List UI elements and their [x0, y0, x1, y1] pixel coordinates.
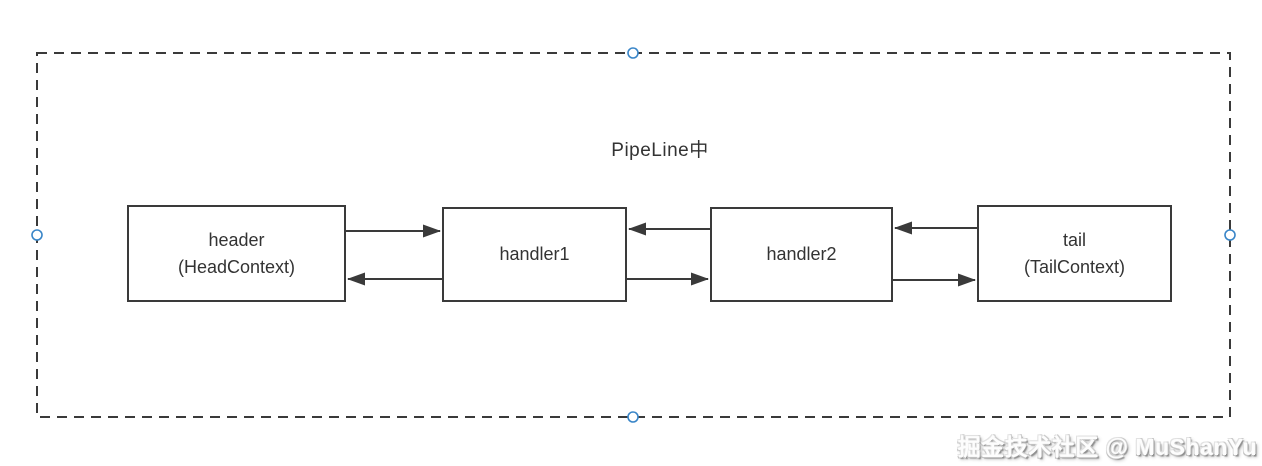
selection-handle-left[interactable]	[31, 229, 43, 241]
selection-handle-top[interactable]	[627, 47, 639, 59]
node-header[interactable]: header (HeadContext)	[127, 205, 346, 302]
selection-handle-right[interactable]	[1224, 229, 1236, 241]
node-header-label: header	[208, 229, 265, 250]
node-handler1[interactable]: handler1	[442, 207, 627, 302]
node-tail-sublabel: (TailContext)	[1023, 256, 1126, 277]
watermark: 掘金技术社区 @ MuShanYu	[957, 434, 1257, 460]
node-header-sublabel: (HeadContext)	[177, 256, 296, 277]
node-handler1-label: handler1	[499, 244, 570, 264]
selection-handle-bottom[interactable]	[627, 411, 639, 423]
diagram-title: PipeLine中	[611, 140, 709, 161]
node-tail[interactable]: tail (TailContext)	[977, 205, 1172, 302]
node-handler2-label: handler2	[766, 244, 837, 264]
node-handler2[interactable]: handler2	[710, 207, 893, 302]
node-tail-label: tail	[1062, 229, 1086, 250]
